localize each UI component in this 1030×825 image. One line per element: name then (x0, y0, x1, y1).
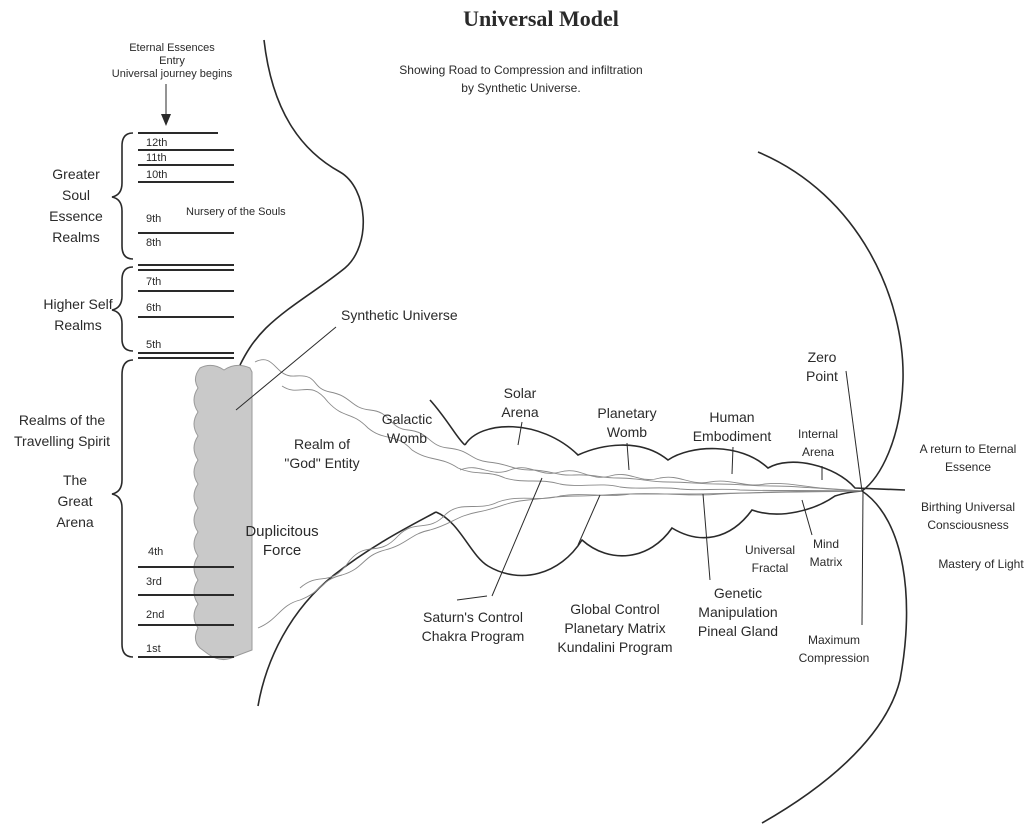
greater-soul-2: Soul (62, 187, 90, 203)
planetary-womb-2: Womb (607, 424, 647, 440)
entry-line-1: Eternal Essences (129, 42, 215, 54)
duplicitous-force-shape (193, 364, 253, 660)
duplicitous-force-1: Duplicitous (245, 523, 318, 540)
universal-fractal-2: Fractal (752, 561, 789, 575)
level-lines (138, 132, 234, 658)
birthing-1: Birthing Universal (921, 500, 1015, 514)
subtitle-line-1: Showing Road to Compression and infiltra… (399, 63, 642, 77)
nursery-label: Nursery of the Souls (186, 206, 286, 218)
planetary-womb-1: Planetary (597, 405, 656, 421)
level-10th: 10th (146, 169, 167, 181)
eternal-return-1: A return to Eternal (920, 442, 1017, 456)
genetic-2: Manipulation (698, 604, 777, 620)
entry-arrow (161, 84, 171, 126)
zero-point-2: Point (806, 368, 838, 384)
solar-arena-2: Arena (501, 404, 539, 420)
human-embodiment-2: Embodiment (693, 428, 772, 444)
level-5th: 5th (146, 339, 161, 351)
higher-self-1: Higher Self (43, 296, 112, 312)
level-6th: 6th (146, 302, 161, 314)
entry-line-3: Universal journey begins (112, 68, 233, 80)
internal-arena-1: Internal (798, 427, 838, 441)
level-7th: 7th (146, 276, 161, 288)
pointer-lines (235, 326, 864, 626)
wave-core (459, 467, 863, 492)
right-outline-lower (761, 490, 908, 824)
global-control-1: Global Control (570, 601, 660, 617)
brace-greater-soul (111, 132, 134, 260)
level-9th: 9th (146, 213, 161, 225)
birthing-2: Consciousness (927, 518, 1008, 532)
greater-soul-4: Realms (52, 229, 99, 245)
mastery-label: Mastery of Light (938, 557, 1024, 571)
level-labels: 12th 11th 10th 9th 8th 7th 6th 5th 4th 3… (146, 137, 167, 655)
galactic-womb-1: Galactic (382, 411, 433, 427)
higher-self-2: Realms (54, 317, 101, 333)
great-arena-1: The (63, 472, 87, 488)
subtitle-line-2: by Synthetic Universe. (461, 81, 580, 95)
travelling-spirit-2: Travelling Spirit (14, 433, 110, 449)
greater-soul-1: Greater (52, 166, 100, 182)
wave-lower (257, 490, 863, 629)
saturn-2: Chakra Program (422, 628, 525, 644)
genetic-1: Genetic (714, 585, 762, 601)
chamber-bottom-outline (435, 490, 863, 577)
great-arena-3: Arena (56, 514, 94, 530)
brace-great-arena (111, 359, 134, 658)
outer-outline-bottom (257, 511, 437, 707)
mind-matrix-1: Mind (813, 537, 839, 551)
realm-of-god-1: Realm of (294, 436, 350, 452)
brace-higher-self (111, 266, 134, 352)
genetic-3: Pineal Gland (698, 623, 778, 639)
level-2nd: 2nd (146, 609, 164, 621)
eternal-return-2: Essence (945, 460, 991, 474)
wave-upper (254, 359, 863, 492)
level-11th: 11th (146, 152, 167, 164)
level-1st: 1st (146, 643, 161, 655)
chamber-top-link (429, 399, 466, 446)
solar-arena-1: Solar (504, 385, 537, 401)
human-embodiment-1: Human (709, 409, 754, 425)
duplicitous-force-2: Force (263, 542, 301, 559)
wave-lower-2 (299, 490, 863, 589)
level-4th: 4th (148, 546, 163, 558)
saturn-1: Saturn's Control (423, 609, 523, 625)
travelling-spirit-1: Realms of the (19, 412, 106, 428)
level-3rd: 3rd (146, 576, 162, 588)
max-compression-2: Compression (799, 651, 870, 665)
synthetic-universe-label: Synthetic Universe (341, 307, 458, 323)
chamber-top-outline (464, 425, 906, 491)
internal-arena-2: Arena (802, 445, 834, 459)
universal-fractal-1: Universal (745, 543, 795, 557)
wave-upper-2 (281, 385, 863, 492)
diagram-title: Universal Model (463, 6, 619, 31)
right-outline-upper (757, 151, 904, 492)
mind-matrix-2: Matrix (810, 555, 843, 569)
global-control-3: Kundalini Program (557, 639, 672, 655)
level-8th: 8th (146, 237, 161, 249)
level-12th: 12th (146, 137, 167, 149)
max-compression-1: Maximum (808, 633, 860, 647)
global-control-2: Planetary Matrix (564, 620, 665, 636)
entry-line-2: Entry (159, 55, 185, 67)
zero-point-1: Zero (808, 349, 837, 365)
galactic-womb-2: Womb (387, 430, 427, 446)
greater-soul-3: Essence (49, 208, 103, 224)
outer-outline-top (239, 39, 364, 366)
great-arena-2: Great (57, 493, 92, 509)
realm-of-god-2: "God" Entity (284, 455, 359, 471)
